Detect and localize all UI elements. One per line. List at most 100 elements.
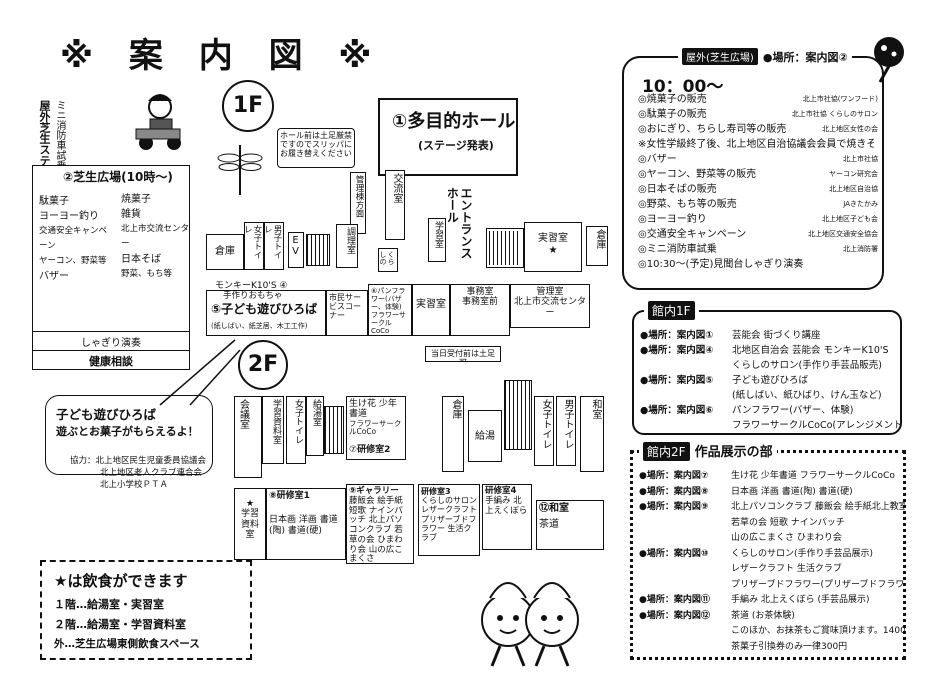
food-box: ★は飲食ができます １階…給湯室・実習室 ２階…給湯室・学習資料室 外…芝生広場… — [40, 560, 252, 660]
outdoor-org — [874, 257, 878, 272]
org1: 協力：北上地区民生児童委員協議会 — [70, 456, 207, 466]
side-small: ミニ消防車試乗 — [54, 100, 65, 170]
outdoor-item: ◎ヨーヨー釣り — [638, 214, 707, 225]
item-center: 北上市交流センター — [121, 224, 190, 249]
indoor-2f-value: 北上パソコンクラブ 藤飯会 絵手紙北上教室 — [731, 502, 905, 512]
lobby-note: 当日受付前は土足可 — [425, 346, 501, 362]
fireman-illustration — [130, 85, 185, 155]
room-10: 研修室3 くらしのサロン レザークラフト プリザーブドフラワー 生活クラブ — [418, 484, 480, 556]
1f-right-block — [486, 228, 524, 268]
outdoor-row: ◎ヨーヨー釣り北上地区子ども会 — [638, 212, 878, 227]
ent-hall: エントランスホール — [448, 185, 474, 265]
indoor-2f-key — [639, 531, 731, 547]
2f-kaigi: 会議室 — [234, 396, 262, 478]
room-res2: 生け花 少年書道 フラワーサークルCoCo ⑦研修室2 — [346, 396, 406, 460]
2f-title: 作品展示の部 — [694, 445, 773, 460]
floor-1f-label: 1F — [222, 80, 274, 132]
room-11: 研修室4 手編み 北上えくぼら — [482, 484, 532, 550]
outdoor-org: 北上消防署 — [843, 245, 878, 253]
pan-room: ⑥パンフラワー(バザー、体験)フラワーサークルCoCo — [368, 284, 412, 336]
outdoor-item: ◎おにぎり、ちらし寿司等の販売 — [638, 124, 787, 135]
corridor-gakushu: 学習室 — [428, 218, 446, 262]
outdoor-org: 北上市社協 くらしのサロン — [791, 110, 878, 118]
outdoor-place: ●場所：案内図② — [762, 51, 848, 64]
indoor-1f-row: くらしのサロン(手作り手芸品販売) — [640, 358, 900, 373]
outdoor-row: ◎バザー北上市社協 — [638, 152, 878, 167]
outdoor-row: ◎10:30～(予定)見聞台しゃぎり演奏 — [638, 257, 878, 272]
outdoor-org: 北上地区女性の会 — [822, 125, 878, 133]
indoor-2f-key — [639, 578, 731, 594]
2f-souko: 倉庫 — [442, 396, 464, 472]
outdoor-row: ◎交通安全キャンペーン北上地区交通安全協会 — [638, 227, 878, 242]
indoor-2f-value: プリザーブドフラワー(プリザーブドフラワー体験) — [731, 579, 905, 590]
kids-top: 手作りおもちゃ — [223, 291, 283, 301]
2f-gaku-top: 学習資料室 — [262, 396, 284, 464]
item-yacon: ヤーコン、野菜等 — [39, 256, 107, 266]
item-koutsu: 交通安全キャンペーン — [39, 226, 108, 251]
indoor-2f-value: 茶道 (お茶体験) — [731, 610, 795, 621]
indoor-1f-value: くらしのサロン(手作り手芸品販売) — [732, 360, 882, 371]
2f-gaku-room: ★学習資料室 — [234, 488, 266, 560]
indoor-2f-key: ●場所：案内図⑦ — [639, 471, 709, 481]
shiba-panel: ②芝生広場(10時～) 駄菓子 ヨーヨー釣り 交通安全キャンペーン ヤーコン、野… — [32, 165, 190, 370]
outdoor-org: 北上地区自治協 — [829, 185, 878, 193]
1f-stairs — [306, 234, 330, 266]
indoor-1f-key: ●場所：案内図④ — [640, 345, 714, 356]
outdoor-row: ◎駄菓子の販売 北上市社協 くらしのサロン — [638, 107, 878, 122]
outdoor-time: 10：00～ — [642, 77, 724, 97]
outdoor-tag: 屋外(芝生広場) — [682, 48, 758, 65]
item-bazaar: バザー — [39, 271, 69, 282]
outdoor-row: ◎ヤーコン、野菜等の販売ヤーコン研究会 — [638, 167, 878, 182]
indoor-2f-value: 山の広こまくさ ひまわり会 — [731, 533, 842, 543]
food-title: ★は飲食ができます — [54, 572, 188, 590]
indoor-2f-key: ●場所：案内図⑩ — [639, 548, 709, 559]
indoor-2f-row: レザークラフト 生活クラブ — [639, 562, 905, 578]
sweet-icon — [874, 37, 904, 83]
outdoor-item: ※女性学級終了後、北上地区自治協議会会員で焼きそば等を販売 — [638, 139, 874, 150]
dragonfly-icon — [217, 145, 263, 195]
2f-stairs-b — [504, 380, 532, 450]
indoor-1f-value: 子ども遊びひろば — [732, 375, 809, 386]
floor-2f-label: 2F — [238, 340, 288, 390]
1f-storage2: 倉庫 — [586, 226, 608, 266]
1f-kitchen: 調理室 — [336, 224, 358, 268]
outdoor-org: 北上地区交通安全協会 — [808, 230, 878, 238]
hall-sub: (ステージ発表) — [418, 139, 494, 152]
shiba-right-col: 焼菓子 雑貨 北上市交流センター 日本そば 野菜、もち等 — [121, 192, 189, 282]
2f-kitchen2: 給湯室 — [468, 410, 502, 462]
outdoor-item: ◎駄菓子の販売 — [638, 109, 707, 120]
speech-bubble: 子ども遊びひろば 遊ぶとお菓子がもらえるよ！ — [45, 395, 213, 475]
indoor-1f-key: ●場所：案内図① — [640, 330, 714, 341]
item-soba: 日本そば — [121, 254, 161, 265]
indoor-2f-row: 茶菓子引換券のみ一律300円 — [639, 640, 905, 656]
indoor-1f-value: パンフラワー(バザー、体験) — [732, 405, 854, 416]
kids-room: 手作りおもちゃ ⑤子ども遊びひろば (紙しばい、紙芝居、木工工作) — [206, 290, 326, 336]
indoor-1f-value: フラワーサークルCoCo(アレンジメント体験) — [732, 420, 900, 431]
1f-kurashi: くらしのサロン — [378, 248, 398, 272]
food-line2: ２階…給湯室・学習資料室 — [54, 618, 186, 631]
2f-women-wc2: 女子トイレ — [534, 396, 554, 466]
indoor-2f-key — [639, 516, 731, 532]
1f-men-wc: 男子トイレ — [264, 222, 284, 270]
note-slipper: ホール前は土足厳禁ですのでスリッパにお履き替えください — [277, 128, 355, 168]
indoor-2f-key — [639, 624, 731, 640]
indoor-2f-value: くらしのサロン(手作り手芸品展示) — [731, 548, 874, 559]
indoor-2f-key: ●場所：案内図⑨ — [639, 502, 709, 512]
indoor-1f-row: (紙しばい、紙ひばり、けん玉など) — [640, 388, 900, 403]
outdoor-row: ◎おにぎり、ちらし寿司等の販売 北上地区女性の会 — [638, 122, 878, 137]
bubble-line1: 子ども遊びひろば — [56, 407, 157, 422]
indoor-2f-row: ●場所：案内図⑨ 北上パソコンクラブ 藤飯会 絵手紙北上教室 — [639, 500, 905, 516]
room-12: ⑫和室 茶道 — [536, 500, 604, 550]
indoor-2f-key — [639, 640, 731, 656]
